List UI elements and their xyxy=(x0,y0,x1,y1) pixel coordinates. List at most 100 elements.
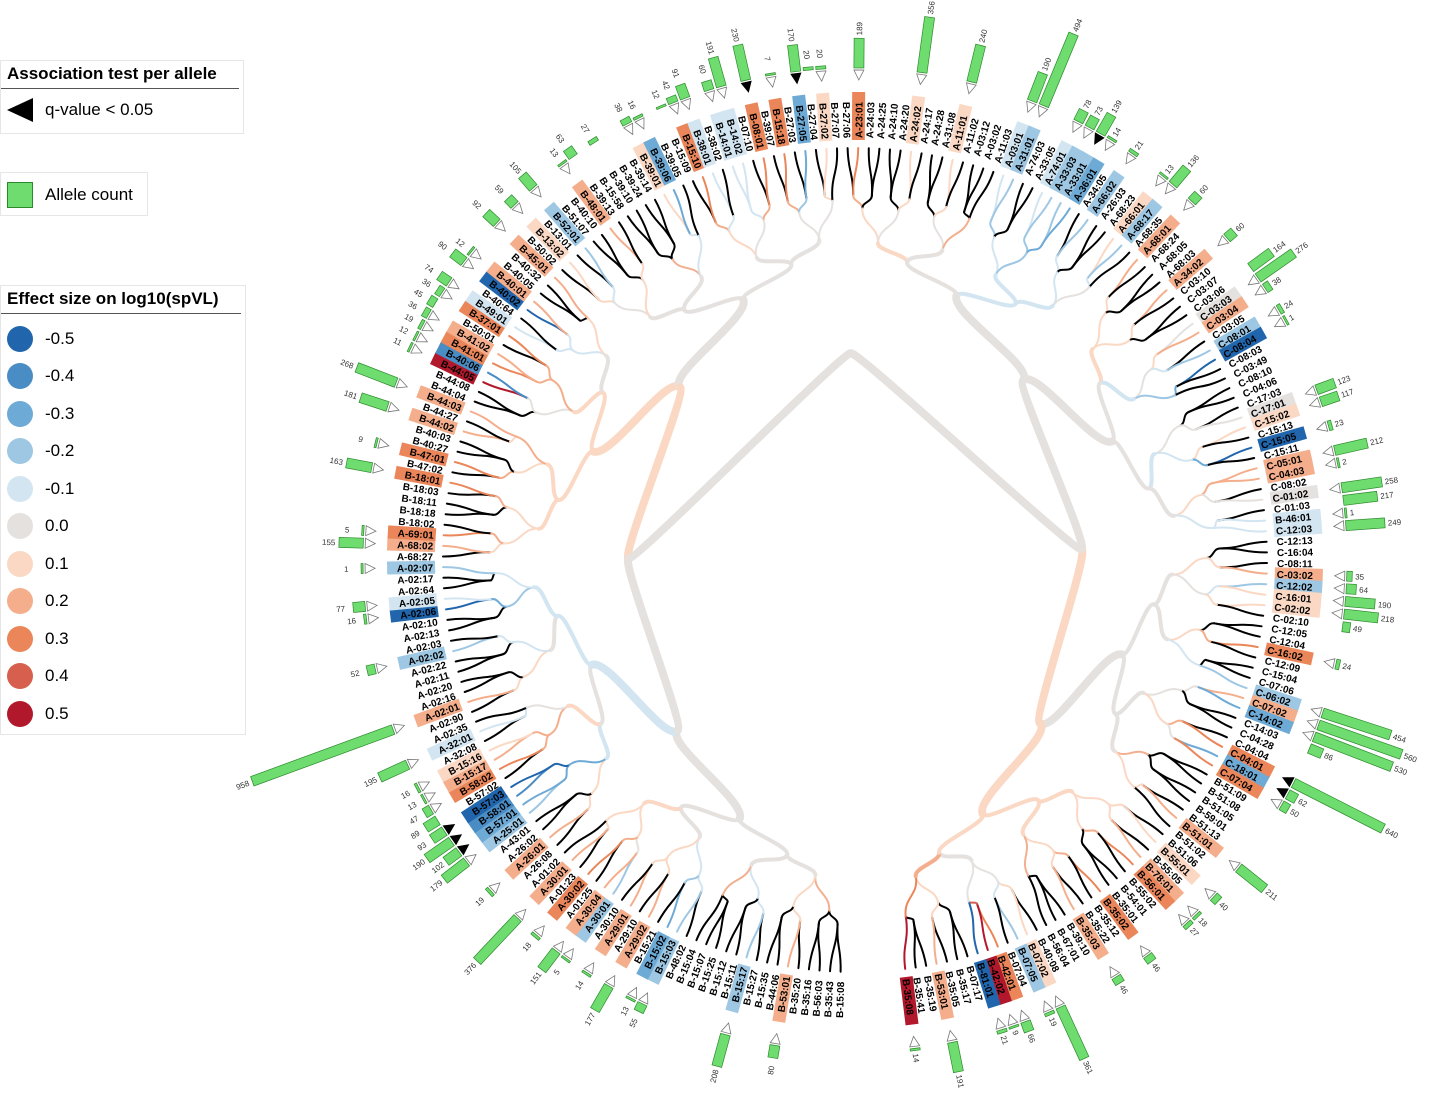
tree-branch xyxy=(532,585,561,618)
allele-count-bar: 11 xyxy=(392,336,414,353)
tree-branch xyxy=(1194,406,1239,431)
tree-branch xyxy=(587,660,682,736)
allele-effect-box xyxy=(526,217,569,262)
allele-leaf: B-18:18 xyxy=(399,505,437,520)
tree-branch xyxy=(494,572,536,589)
tree-branch xyxy=(930,900,940,918)
allele-count-label: 40 xyxy=(1217,900,1230,913)
tree-branch xyxy=(1216,518,1267,523)
allele-label: B-35:43 xyxy=(823,981,836,1018)
allele-count-label: 212 xyxy=(1369,435,1385,447)
open-triangle-icon xyxy=(604,974,616,988)
allele-count-bar: 7 xyxy=(762,56,776,77)
allele-label-group: B-27:02 xyxy=(816,92,833,142)
tree-branch xyxy=(682,296,746,314)
tree-branch xyxy=(807,922,820,971)
tree-branch xyxy=(889,149,902,198)
tree-branch xyxy=(798,197,808,214)
effect-value-label: 0.0 xyxy=(45,516,69,536)
allele-effect-box xyxy=(1246,391,1297,421)
open-triangle-icon xyxy=(1332,520,1345,532)
tree-branch xyxy=(749,863,760,899)
tree-branch xyxy=(533,300,569,336)
allele-effect-box xyxy=(1257,426,1308,452)
tree-branch xyxy=(571,827,610,861)
allele-count-bar: 361 xyxy=(1055,1004,1095,1076)
allele-label-group: B-35:20 xyxy=(788,977,804,1015)
allele-count-label: 190 xyxy=(1377,600,1392,610)
open-triangle-icon xyxy=(417,781,431,792)
allele-label-group: B-35:16 xyxy=(800,979,815,1017)
open-triangle-icon xyxy=(626,986,638,1000)
tree-branch xyxy=(666,836,701,859)
allele-count-label: 258 xyxy=(1384,475,1399,486)
count-legend: Allele count xyxy=(0,172,148,216)
open-triangle-icon xyxy=(461,257,475,270)
allele-count-bar: 64 xyxy=(1345,583,1369,595)
tree-branch xyxy=(1151,572,1175,607)
tree-branch xyxy=(1198,658,1207,667)
allele-effect-box xyxy=(479,270,526,311)
allele-effect-box xyxy=(1248,694,1299,724)
open-triangle-icon xyxy=(622,122,634,136)
effect-legend-row: 0.3 xyxy=(1,620,245,658)
allele-count-label: 55 xyxy=(628,1017,640,1029)
tree-branch xyxy=(1198,664,1248,690)
allele-label: B-27:06 xyxy=(840,102,852,139)
open-triangle-icon xyxy=(1310,707,1323,718)
tree-branch xyxy=(852,194,864,210)
allele-effect-box xyxy=(772,973,794,1023)
tree-branch xyxy=(1218,540,1268,550)
allele-count-bar: 24 xyxy=(1334,658,1353,672)
allele-effect-box xyxy=(1178,817,1224,859)
tree-branch xyxy=(442,544,492,554)
allele-count-label: 9 xyxy=(357,435,364,445)
allele-effect-box xyxy=(710,111,737,161)
tree-branch xyxy=(532,731,551,737)
allele-count-bar: 78 xyxy=(1073,98,1094,125)
tree-branch xyxy=(515,435,549,466)
tree-branch xyxy=(1204,658,1251,679)
open-triangle-icon xyxy=(1267,305,1281,317)
tree-branch xyxy=(905,248,945,265)
tree-branch xyxy=(1171,557,1208,576)
allele-count-label: 454 xyxy=(1392,732,1408,745)
allele-count-label: 21 xyxy=(999,1035,1010,1047)
open-triangle-icon xyxy=(1304,385,1318,396)
tree-branch xyxy=(621,835,639,842)
tree-branch xyxy=(1163,753,1203,785)
tree-branch xyxy=(823,148,828,198)
tree-branch xyxy=(489,572,497,582)
allele-count-bar: 1 xyxy=(344,563,364,574)
tree-branch xyxy=(491,598,508,608)
allele-count-label: 35 xyxy=(1355,572,1365,581)
tree-branch xyxy=(598,299,616,305)
tree-branch xyxy=(980,797,1041,818)
tree-branch xyxy=(1132,297,1175,326)
allele-count-label: 19 xyxy=(403,312,416,324)
allele-count-bar: 19 xyxy=(474,886,495,908)
allele-label-group: C-12:13 xyxy=(1276,536,1313,549)
allele-label-group: A-68:27 xyxy=(397,552,434,563)
tree-branch xyxy=(731,165,753,212)
tree-branch xyxy=(1153,451,1194,462)
allele-effect-box xyxy=(1213,316,1262,353)
allele-count-label: 86 xyxy=(1323,751,1335,763)
allele-count-bar: 20 xyxy=(801,50,814,72)
open-triangle-icon xyxy=(1026,100,1037,114)
tree-branch xyxy=(727,215,735,233)
effect-value-label: 0.4 xyxy=(45,666,69,686)
allele-count-label: 151 xyxy=(528,970,544,987)
tree-branch xyxy=(510,763,555,788)
allele-count-bar: 21 xyxy=(1128,139,1146,158)
effect-value-label: -0.3 xyxy=(45,403,75,423)
tree-branch xyxy=(780,905,795,919)
allele-label-group: B-18:11 xyxy=(401,493,438,509)
allele-label: B-27:05 xyxy=(793,105,808,143)
allele-leaf: B-56:03 xyxy=(812,980,826,1017)
tree-branch xyxy=(1155,331,1200,356)
open-triangle-icon xyxy=(1328,482,1341,494)
